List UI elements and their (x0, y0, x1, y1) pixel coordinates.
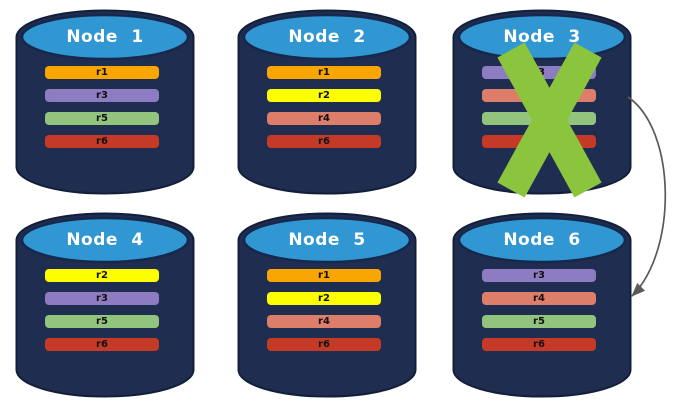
node-title: Node 6 (503, 230, 581, 250)
replica-bar: r3 (482, 269, 596, 282)
replica-bar: r6 (45, 338, 159, 351)
replica-bar: r3 (45, 89, 159, 102)
replica-bar: r3 (45, 292, 159, 305)
node-4: Node 4 r2 r3 r5 r6 (15, 211, 195, 399)
cylinder-top (20, 216, 190, 264)
node-title: Node 5 (288, 230, 366, 250)
failover-arrow (627, 96, 667, 297)
replica-bar: r2 (45, 269, 159, 282)
replica-bar: r2 (267, 89, 381, 102)
node-6: Node 6 r3 r4 r5 r6 (452, 211, 632, 399)
cylinder-top (20, 13, 190, 61)
cylinder-top (242, 216, 412, 264)
replica-bar: r1 (267, 66, 381, 79)
replica-bar: r6 (45, 135, 159, 148)
replica-bar: r5 (482, 315, 596, 328)
replica-bar: r3 (482, 66, 596, 79)
replica-bar: r2 (267, 292, 381, 305)
node-title: Node 1 (66, 27, 144, 47)
replica-bar: r4 (267, 315, 381, 328)
replica-bar: r1 (45, 66, 159, 79)
replica-bar: r4 (482, 292, 596, 305)
replica-bar: r4 (267, 112, 381, 125)
replica-bar: r5 (45, 315, 159, 328)
replica-bar: r5 (45, 112, 159, 125)
replica-bar: r6 (267, 135, 381, 148)
replica-bar: r1 (267, 269, 381, 282)
replica-bar: r4 (482, 89, 596, 102)
replica-bar: r6 (482, 135, 596, 148)
node-3: Node 3 r3 r4 r5 r6 (452, 8, 632, 196)
replica-bar: r6 (267, 338, 381, 351)
cylinder-top (242, 13, 412, 61)
cylinder-top (457, 216, 627, 264)
node-title: Node 3 (503, 27, 581, 47)
node-5: Node 5 r1 r2 r4 r6 (237, 211, 417, 399)
replica-bar: r5 (482, 112, 596, 125)
node-1: Node 1 r1 r3 r5 r6 (15, 8, 195, 196)
node-title: Node 4 (66, 230, 144, 250)
node-2: Node 2 r1 r2 r4 r6 (237, 8, 417, 196)
node-title: Node 2 (288, 27, 366, 47)
replica-bar: r6 (482, 338, 596, 351)
